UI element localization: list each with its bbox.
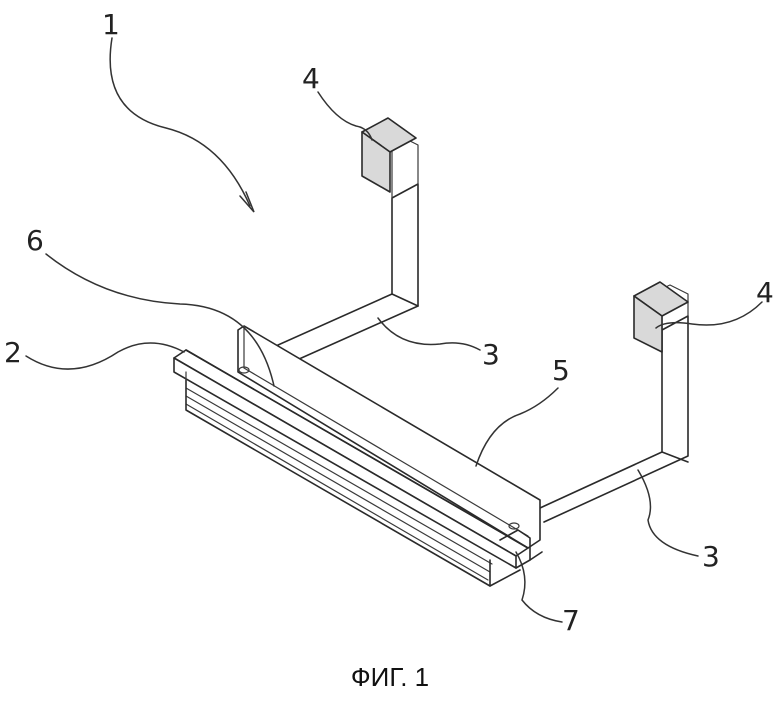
ref-label-7: 7 — [562, 604, 580, 637]
ref-label-6: 6 — [26, 224, 44, 257]
ref-label-1: 1 — [102, 8, 120, 41]
leader-5 — [476, 388, 558, 466]
hook-left — [362, 118, 416, 192]
bracket-arm-right — [540, 285, 688, 522]
ref-label-3-right: 3 — [702, 540, 720, 573]
leader-7 — [516, 552, 562, 622]
ref-label-5: 5 — [552, 354, 570, 387]
leader-2 — [26, 343, 184, 369]
ref-label-2: 2 — [4, 336, 22, 369]
leader-3-left — [378, 318, 480, 350]
bracket-arm-left — [240, 136, 418, 372]
leader-1 — [110, 38, 250, 206]
ref-label-4-left: 4 — [302, 62, 320, 95]
arrowhead-1 — [240, 192, 254, 212]
figure-caption: ФИГ. 1 — [0, 662, 780, 693]
ref-label-3-left: 3 — [482, 338, 500, 371]
leader-3-right — [638, 470, 698, 556]
hook-right — [634, 282, 688, 352]
ref-label-4-right: 4 — [756, 276, 774, 309]
